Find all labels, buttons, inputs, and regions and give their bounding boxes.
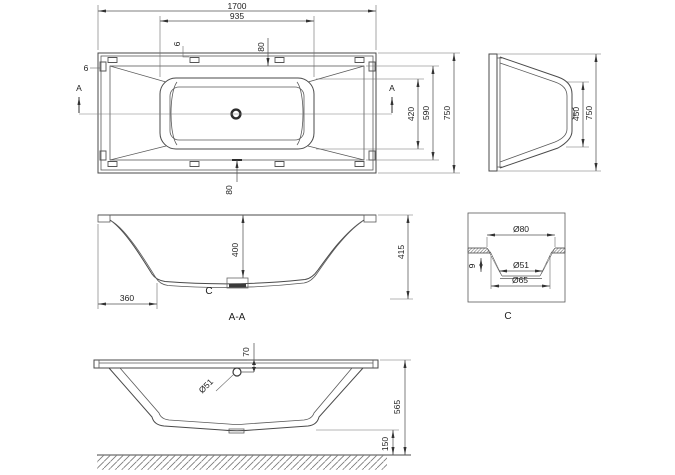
- overflow-leader: [215, 374, 234, 392]
- drain-wall-hatch-left: [486, 247, 503, 277]
- tub-wall-outer: [499, 56, 573, 169]
- dim-d65-label: Ø65: [512, 275, 528, 285]
- rim-bar-details: [98, 360, 374, 368]
- apron-inner: [119, 367, 353, 425]
- dim-6-top-label: 6: [172, 41, 182, 46]
- rim-cap-right: [363, 214, 377, 223]
- dim-450-label: 450: [571, 107, 581, 121]
- rim-bar: [93, 359, 379, 369]
- overflow-hole-icon: [232, 367, 242, 377]
- drain-bump: [571, 106, 575, 121]
- dim-360-extensions: [97, 224, 158, 309]
- dim-935-extensions: [159, 16, 315, 77]
- dim-360-label: 360: [120, 293, 134, 303]
- dim-1700-label: 1700: [228, 1, 247, 11]
- section-aa-title: A-A: [229, 312, 246, 323]
- dim-d51-label: Ø51: [513, 260, 529, 270]
- rim-cap-left: [97, 214, 111, 223]
- detail-c-title: C: [504, 311, 511, 322]
- detail-c-callout-box: [226, 277, 249, 289]
- dim-9-label: 9: [467, 263, 477, 268]
- dim-d65-extensions: [490, 256, 551, 289]
- plan-view: 1700 935 80 6 6 80 420 590 750 A A: [76, 1, 460, 195]
- dim-70-arrow-up: [252, 360, 256, 365]
- dim-565-label: 565: [392, 400, 402, 414]
- dim-590-label: 590: [421, 106, 431, 120]
- section-label-left: A: [76, 83, 82, 93]
- end-view: 450 750: [488, 53, 601, 172]
- basin-outline: [159, 77, 315, 150]
- detail-c-marker: C: [205, 286, 212, 297]
- apron-outer: [108, 367, 364, 432]
- dim-150-label: 150: [380, 437, 390, 451]
- detail-c-view: Ø80 Ø51 Ø65 9 C: [467, 212, 566, 322]
- dim-d80-extensions: [486, 237, 556, 247]
- basin-floor-outline: [169, 86, 305, 141]
- dim-70-arrow-down: [252, 367, 256, 372]
- dim-6-left-label: 6: [84, 63, 89, 73]
- dim-935-label: 935: [230, 11, 244, 21]
- tub-wall-inner: [499, 62, 568, 163]
- tub-opening: [109, 65, 365, 161]
- section-aa-view: C 360 400 415 A-A: [97, 214, 413, 323]
- drain-wall-hatch-right: [539, 247, 556, 277]
- dim-right-extensions: [316, 52, 460, 174]
- detail-frame: [467, 212, 566, 303]
- dim-750-label: 750: [442, 106, 452, 120]
- front-elevation-view: Ø51 70 565 150: [93, 343, 411, 470]
- rim-jet-fittings: [99, 57, 376, 167]
- ground-hatch: [97, 455, 387, 470]
- drain-stub: [228, 428, 245, 434]
- rim-edge-details: [497, 57, 502, 168]
- dim-80-top-label: 80: [256, 42, 266, 52]
- end-view-extensions: [497, 53, 601, 172]
- dim-415-label: 415: [396, 245, 406, 259]
- tub-outer-rim: [97, 52, 377, 174]
- dim-750-end-label: 750: [584, 106, 594, 120]
- dim-70-label: 70: [241, 347, 251, 357]
- dim-d80-label: Ø80: [513, 224, 529, 234]
- dim-6-top-leader: [182, 46, 189, 58]
- basin-end-curves: [170, 81, 304, 146]
- dim-80-bottom-label: 80: [224, 185, 234, 195]
- section-profile-outer: [109, 219, 365, 285]
- drain-section-icon: [229, 284, 246, 288]
- rim-edge-strip: [488, 53, 498, 172]
- wall-slope-lines: [109, 65, 365, 161]
- section-label-right: A: [389, 83, 395, 93]
- dim-400-label: 400: [230, 243, 240, 257]
- dim-420-label: 420: [406, 107, 416, 121]
- drain-flange-bottom: [500, 275, 542, 279]
- elevation-extensions: [316, 359, 411, 431]
- dim-overflow-dia-label: Ø51: [197, 376, 216, 395]
- tub-rim-inner-edge: [100, 55, 374, 171]
